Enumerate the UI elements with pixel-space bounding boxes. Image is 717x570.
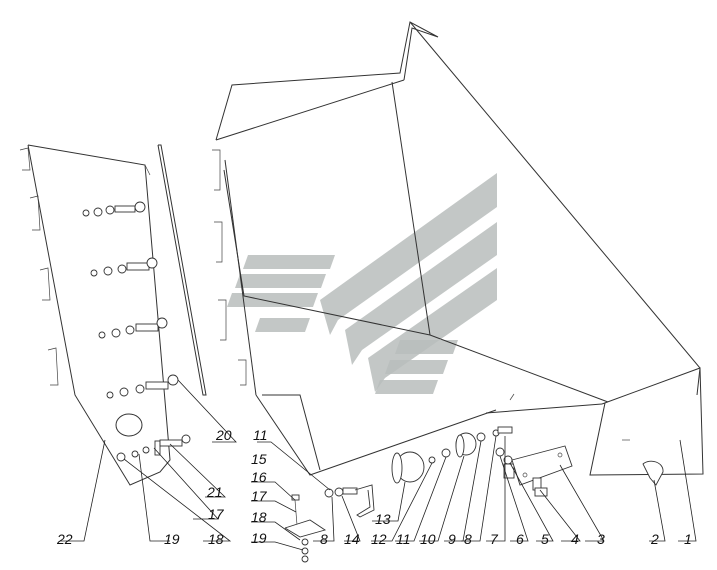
company-logo-watermark <box>227 173 497 394</box>
label-18-left: 18 <box>208 531 224 547</box>
label-2: 2 <box>650 531 659 547</box>
label-20: 20 <box>215 427 232 443</box>
lower-left-fasteners <box>284 484 375 563</box>
label-17-right: 17 <box>251 488 268 504</box>
hinge-rod <box>157 144 207 396</box>
hinge-plate-assembly <box>495 445 573 497</box>
latch-knob <box>622 439 664 486</box>
label-11-top: 11 <box>253 427 268 443</box>
label-18-right: 18 <box>251 509 267 525</box>
label-8-left: 8 <box>320 531 328 547</box>
side-cover-panel <box>19 144 191 486</box>
panel-bolt-row-2 <box>90 257 158 277</box>
label-6: 6 <box>516 531 524 547</box>
label-17-left: 17 <box>208 506 225 522</box>
label-21: 21 <box>206 484 223 500</box>
label-22: 22 <box>56 531 73 547</box>
label-10: 10 <box>420 531 436 547</box>
label-12: 12 <box>371 531 387 547</box>
label-9: 9 <box>448 531 456 547</box>
label-13: 13 <box>375 511 391 527</box>
label-7: 7 <box>490 531 499 547</box>
label-14: 14 <box>344 531 360 547</box>
label-5: 5 <box>541 531 549 547</box>
leader-lines <box>60 379 697 551</box>
position-labels: 1 2 3 4 5 6 7 8 9 10 11 12 13 14 8 11 15… <box>56 427 692 547</box>
panel-bolt-row-4 <box>106 374 179 399</box>
panel-bolt-row-1 <box>82 201 146 217</box>
label-1: 1 <box>684 531 692 547</box>
label-19-left: 19 <box>164 531 180 547</box>
panel-bolt-row-3 <box>98 317 168 339</box>
label-11-bottom: 11 <box>396 531 411 547</box>
label-15: 15 <box>251 451 267 467</box>
buffer-assembly <box>391 426 513 484</box>
label-3: 3 <box>597 531 605 547</box>
label-8-right: 8 <box>464 531 472 547</box>
label-16: 16 <box>251 469 267 485</box>
label-4: 4 <box>571 531 579 547</box>
label-19-right: 19 <box>251 530 267 546</box>
hopper-body <box>212 21 704 476</box>
